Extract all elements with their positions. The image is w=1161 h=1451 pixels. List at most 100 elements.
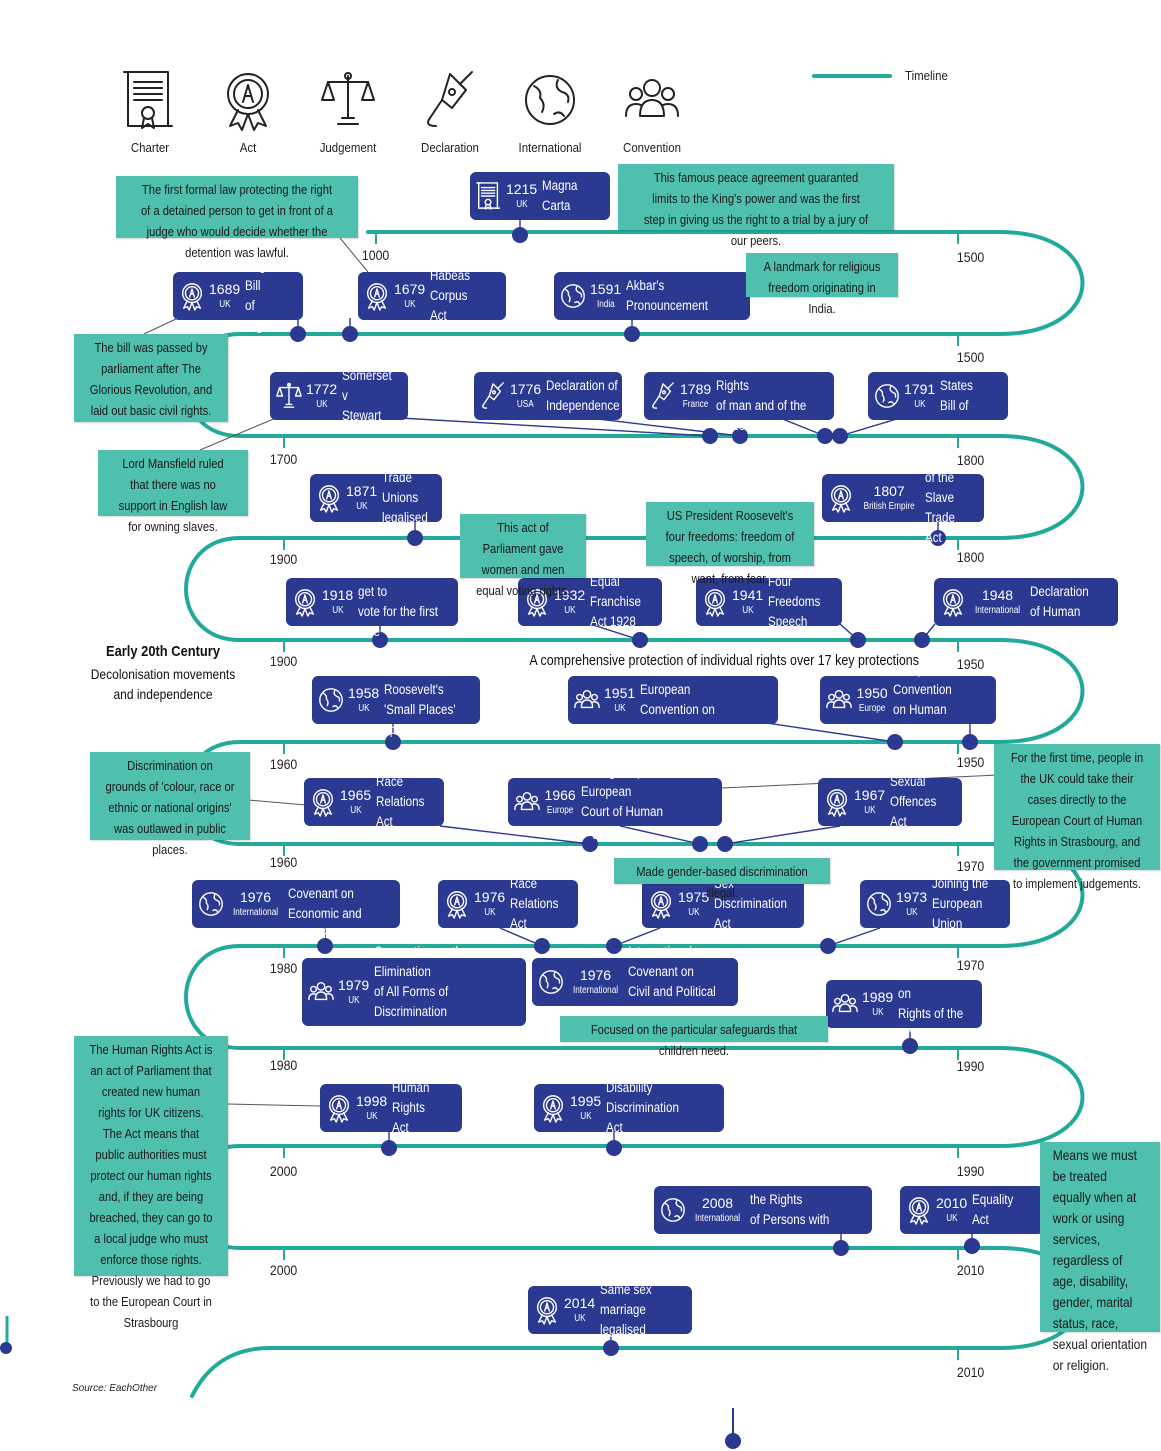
event-region: UK <box>871 1007 884 1018</box>
legend-charter: Charter <box>100 68 200 155</box>
event-region: UK <box>613 703 626 714</box>
event-region: UK <box>218 299 231 310</box>
event-title: Akbar's Pronouncement <box>626 278 709 313</box>
act-icon <box>522 586 552 618</box>
event-1965: 1965 UK Race Relations Act <box>304 774 444 829</box>
event-year: 1941 <box>732 587 764 603</box>
note-callout: Means we must be treated equally when at… <box>1040 1142 1160 1373</box>
legend-label: Act <box>239 140 257 155</box>
event-1871: 1871 UK Trade Unions legalised <box>310 470 442 525</box>
source-note: Source: EachOther <box>72 1383 158 1394</box>
convention-icon <box>512 786 542 818</box>
event-title: Somerset v Stewart <box>342 368 392 423</box>
event-title: UN Convention on the Rights of Persons w… <box>750 1172 845 1247</box>
legend-judgement: Judgement <box>298 68 398 155</box>
event-1973: 1973 UK Joining the European Union <box>860 876 1010 931</box>
event-1215: 1215 UK Magna Carta <box>470 172 610 220</box>
event-year: 1995 <box>570 1093 602 1109</box>
event-title: Some women get to vote for the first tim… <box>358 564 439 639</box>
event-title: UK signs up to the European Court of Hum… <box>581 764 677 839</box>
legend-label: Declaration <box>421 140 479 155</box>
early-20th-century-title: Early 20th Century <box>105 643 220 660</box>
event-1791: 1791 UK United States Bill of Rights <box>868 358 1008 433</box>
event-1989: 1989 UK Convention on Rights of the Chil… <box>826 966 982 1041</box>
event-1679: 1679 UK Habeas Corpus Act <box>358 268 506 323</box>
note-callout: This famous peace agreement guaranted li… <box>618 164 894 248</box>
event-year: 1772 <box>306 381 338 397</box>
year-label: 1990 <box>956 1163 985 1179</box>
event-1932: 1932 UK Equal Franchise Act 1928 <box>518 574 662 629</box>
year-label: 1000 <box>361 247 390 263</box>
act-icon <box>177 280 207 312</box>
event-region: UK <box>741 605 754 616</box>
event-title: Equal Franchise Act 1928 <box>590 574 642 629</box>
act-icon <box>308 786 338 818</box>
event-year: 1998 <box>356 1093 388 1109</box>
charter-icon <box>100 68 200 132</box>
event-region: UK <box>579 1111 592 1122</box>
legend-act: Act <box>198 68 298 155</box>
act-icon <box>290 586 320 618</box>
event-year: 1951 <box>604 685 636 701</box>
event-1951: 1951 UK UK ratifies the European Convent… <box>568 662 778 737</box>
event-region: UK <box>945 1213 958 1224</box>
event-year: 1989 <box>862 989 894 1005</box>
event-title: United States Bill of Rights <box>940 358 974 433</box>
event-title: Universal Declaration of Human Rights <box>1030 564 1089 639</box>
note-callout: The bill was passed by parliament after … <box>74 334 228 422</box>
event-title: Race Relations Act <box>376 774 425 829</box>
international-icon <box>658 1194 688 1226</box>
year-label: 1980 <box>269 1057 298 1073</box>
note-callout: A landmark for religious freedom origina… <box>746 253 898 316</box>
act-icon <box>198 68 298 132</box>
legend-label: International <box>518 140 582 155</box>
year-label: 2000 <box>269 1163 298 1179</box>
timeline-legend-label: Timeline <box>905 68 948 83</box>
act-icon <box>700 586 730 618</box>
event-title: UK ratifies the European Convention on H… <box>640 662 716 737</box>
event-year: 1975 <box>678 889 710 905</box>
event-region: UK <box>331 605 344 616</box>
year-label: 1700 <box>269 451 298 467</box>
event-title: Declaration of Independence <box>546 378 620 413</box>
event-year: 2010 <box>936 1195 968 1211</box>
note-callout: Discrimination on grounds of 'colour, ra… <box>90 752 250 857</box>
event-year: 1591 <box>590 281 622 297</box>
year-label: 2010 <box>956 1364 985 1380</box>
event-title: Sexual Offences Act <box>890 774 937 829</box>
event-title: Joining the European Union <box>932 876 989 931</box>
event-year: 1791 <box>904 381 936 397</box>
act-icon <box>538 1092 568 1124</box>
convention-icon <box>602 68 702 132</box>
act-icon <box>822 786 852 818</box>
event-2008: 2008 International UN Convention on the … <box>654 1172 872 1247</box>
year-label: 1990 <box>956 1058 985 1074</box>
note-callout: The first formal law protecting the righ… <box>116 176 358 260</box>
international-icon <box>316 684 346 716</box>
act-icon <box>442 888 472 920</box>
event-1689: 1689 UK English Bill of Rights <box>173 258 303 333</box>
act-icon <box>646 888 676 920</box>
event-region: UK <box>863 805 876 816</box>
event-year: 1965 <box>340 787 372 803</box>
event-region: International <box>232 907 279 918</box>
international-icon <box>500 68 600 132</box>
act-icon <box>314 482 344 514</box>
event-title: Eleanor Roosevelt's 'Small Places' speec… <box>384 662 456 737</box>
event-region: UK <box>315 399 328 410</box>
event-year: 1958 <box>348 685 380 701</box>
event-year: 1967 <box>854 787 886 803</box>
event-1976: 1976 International International Covenan… <box>532 944 738 1019</box>
event-region: International <box>974 605 1021 616</box>
event-title: English Bill of Rights <box>245 258 284 333</box>
year-label: 1800 <box>956 452 985 468</box>
event-region: UK <box>365 1111 378 1122</box>
event-1995: 1995 UK Disability Discrimination Act <box>534 1080 724 1135</box>
year-label: 1980 <box>269 960 298 976</box>
year-label: 1960 <box>269 854 298 870</box>
year-label: 1500 <box>956 249 985 265</box>
year-label: 1970 <box>956 858 985 874</box>
event-region: UK <box>357 703 370 714</box>
event-title: Race Relations Act <box>510 876 559 931</box>
year-label: 1960 <box>269 756 298 772</box>
